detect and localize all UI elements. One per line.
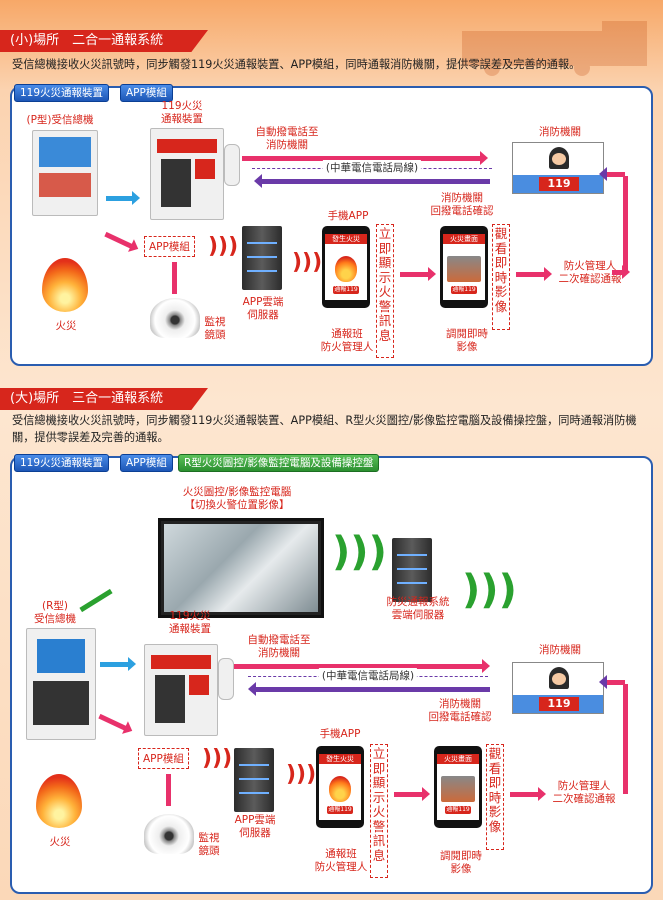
fire2-label: 火災 <box>49 836 71 848</box>
confirm-label: 防火管理人 二次確認通報 <box>558 260 622 285</box>
telephone-handset-icon-2 <box>218 658 234 700</box>
telecom2-label: (中華電信電話局線) <box>318 668 418 683</box>
wifi-signal-icon-2: ))) <box>292 250 323 275</box>
vertical-alert2-text: 立即顯示火警訊息 <box>370 744 388 878</box>
fire-dept2-119: 119 <box>539 697 579 711</box>
phone-video-icon-2: 火災畫面通報119 <box>434 746 482 828</box>
notify-label: 通報班 防火管理人 <box>320 328 374 353</box>
mobile-app-label: 手機APP <box>327 210 369 222</box>
tag2-119-device: 119火災通報裝置 <box>14 454 110 472</box>
cloud-label: APP雲端 伺服器 <box>242 296 284 321</box>
wifi-green-icon: ))) <box>332 529 387 575</box>
tag2-app-module: APP模組 <box>120 454 173 472</box>
monitoring-computer-screen <box>158 518 324 618</box>
section2-title: (大)場所 三合一通報系統 <box>0 388 208 410</box>
view-label: 調閱即時 影像 <box>446 328 488 353</box>
disaster-server-label: 防災通報系統 雲端伺服器 <box>386 596 450 621</box>
confirm2-to-dept-arrow <box>599 675 625 689</box>
fire-truck-decoration <box>462 21 647 76</box>
cloud2-label: APP雲端 伺服器 <box>234 814 276 839</box>
app-module-box: APP模組 <box>144 236 195 257</box>
phone-video-icon: 火災畫面通報119 <box>440 226 488 308</box>
confirm-vertical-line <box>623 176 628 272</box>
telecom-label: (中華電信電話局線) <box>322 160 422 175</box>
panel2-to-app-arrow <box>98 713 128 732</box>
fire-dept-119: 119 <box>539 177 579 191</box>
section1-description: 受信總機接收火災訊號時，同步觸發119火災通報裝置、APP模組，同時通報消防機關… <box>12 58 581 71</box>
confirm2-vertical-line <box>623 684 628 794</box>
fire-department-icon-2: 119 <box>512 662 604 714</box>
panel-to-computer-arrow <box>79 588 113 613</box>
section2-panel: 119火災通報裝置 APP模組 R型火災圖控/影像監控電腦及設備操控盤 火災圖控… <box>10 454 653 894</box>
arrow2-to-fire-dept <box>234 659 490 673</box>
app-module2-box: APP模組 <box>138 748 189 769</box>
wifi-signal-icon-3: ))) <box>202 746 233 771</box>
119-alarm-device <box>150 128 224 220</box>
tag2-r-type: R型火災圖控/影像監控電腦及設備操控盤 <box>178 454 380 472</box>
fire-department-icon: 119 <box>512 142 604 194</box>
p-type-control-panel <box>32 130 98 216</box>
fire-icon <box>42 258 88 312</box>
confirm2-label: 防火管理人 二次確認通報 <box>552 780 616 805</box>
device-label: 119火災 通報裝置 <box>161 100 203 125</box>
app-cloud-server-icon-2 <box>234 748 274 812</box>
camera-to-app-line <box>172 262 177 294</box>
callback-label: 消防機關 回撥電話確認 <box>430 192 494 217</box>
tag-app-module: APP模組 <box>120 84 173 102</box>
arrow2-from-fire-dept <box>248 682 490 696</box>
tag-119-device: 119火災通報裝置 <box>14 84 110 102</box>
fire-dept-label: 消防機關 <box>539 126 581 138</box>
arrow-to-fire-dept <box>242 151 488 165</box>
disaster-server-icon <box>392 538 432 602</box>
security-camera-icon-2 <box>144 814 194 854</box>
alert-to-video-arrow <box>400 267 436 281</box>
fire-label: 火災 <box>55 320 77 332</box>
camera-label: 監視 鏡頭 <box>204 316 226 341</box>
vertical-alert-text: 立即顯示火警訊息 <box>376 224 394 358</box>
panel-to-device-arrow <box>106 191 140 205</box>
confirm-to-dept-arrow <box>599 167 625 181</box>
auto-call2-label: 自動撥電話至 消防機關 <box>247 634 311 659</box>
mobile-app2-label: 手機APP <box>319 728 361 740</box>
panel-to-app-arrow <box>104 231 134 250</box>
camera2-to-app-line <box>166 774 171 806</box>
119-alarm-device-2 <box>144 644 218 736</box>
video-to-confirm-arrow <box>516 267 552 281</box>
security-camera-icon <box>150 298 200 338</box>
vertical-watch-text: 觀看即時影像 <box>492 224 510 330</box>
fire-icon-2 <box>36 774 82 828</box>
r-type-control-panel <box>26 628 96 740</box>
section2-description: 受信總機接收火災訊號時，同步觸發119火災通報裝置、APP模組、R型火災圖控/影… <box>12 414 637 444</box>
fire-dept2-label: 消防機關 <box>539 644 581 656</box>
app-cloud-server-icon <box>242 226 282 290</box>
wifi-signal-icon-4: ))) <box>286 762 317 787</box>
confirm-connector <box>612 265 630 279</box>
notify2-label: 通報班 防火管理人 <box>314 848 368 873</box>
p-panel-label: (P型)受信總機 <box>26 114 94 126</box>
wifi-green-icon-2: ))) <box>462 567 517 613</box>
arrow-from-fire-dept <box>254 174 490 188</box>
telecom-line-2: (中華電信電話局線) <box>248 668 488 691</box>
view2-label: 調閱即時 影像 <box>440 850 482 875</box>
telecom-line: (中華電信電話局線) <box>252 160 492 183</box>
device2-label: 119火災 通報裝置 <box>169 610 211 635</box>
telephone-handset-icon <box>224 144 240 186</box>
section1-panel: 119火災通報裝置 APP模組 (P型)受信總機 119火災 通報裝置 自動撥電… <box>10 84 653 366</box>
phone-alert-icon-2: 發生火災通報119 <box>316 746 364 828</box>
video2-to-confirm-arrow <box>510 787 546 801</box>
auto-call-label: 自動撥電話至 消防機關 <box>255 126 319 151</box>
panel2-to-device-arrow <box>100 657 136 671</box>
phone-alert-icon: 發生火災通報119 <box>322 226 370 308</box>
section1-title: (小)場所 二合一通報系統 <box>0 30 208 52</box>
alert2-to-video-arrow <box>394 787 430 801</box>
r-panel-label: (R型) 受信總機 <box>34 600 76 625</box>
wifi-signal-icon: ))) <box>208 234 239 259</box>
computer-label: 火災圖控/影像監控電腦 【切換火警位置影像】 <box>182 486 292 511</box>
camera2-label: 監視 鏡頭 <box>198 832 220 857</box>
vertical-watch2-text: 觀看即時影像 <box>486 744 504 850</box>
callback2-label: 消防機關 回撥電話確認 <box>428 698 492 723</box>
